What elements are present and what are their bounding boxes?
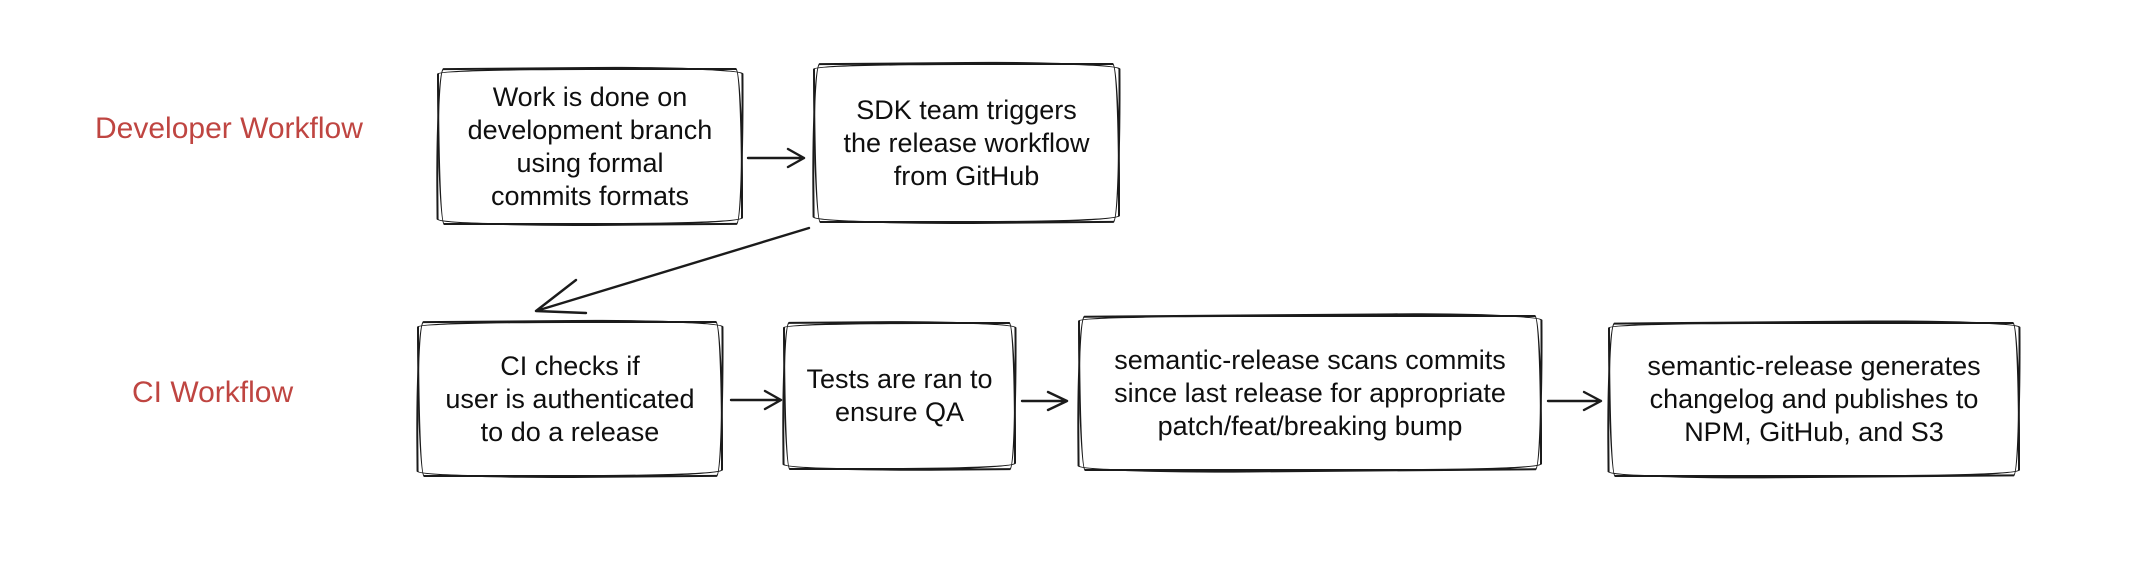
arrow-tests-qa-to-semantic-scan — [1020, 390, 1069, 412]
arrow-semantic-scan-to-semantic-publish — [1546, 390, 1603, 412]
lane-label-developer-workflow: Developer Workflow — [95, 112, 363, 145]
lane-label-ci-workflow: CI Workflow — [132, 376, 294, 409]
flow-node-semantic-scan: semantic-release scans commits since las… — [1078, 315, 1542, 471]
flow-node-work-branch: Work is done on development branch using… — [437, 68, 743, 225]
flow-node-sdk-trigger: SDK team triggers the release workflow f… — [813, 63, 1120, 223]
flow-node-tests-qa: Tests are ran to ensure QA — [783, 322, 1016, 470]
arrow-sdk-trigger-to-ci-auth-check — [534, 226, 811, 315]
flow-node-semantic-publish: semantic-release generates changelog and… — [1608, 322, 2020, 477]
arrow-ci-auth-check-to-tests-qa — [729, 389, 783, 411]
arrow-work-branch-to-sdk-trigger — [746, 147, 806, 169]
flow-node-ci-auth-check: CI checks if user is authenticated to do… — [417, 321, 723, 477]
